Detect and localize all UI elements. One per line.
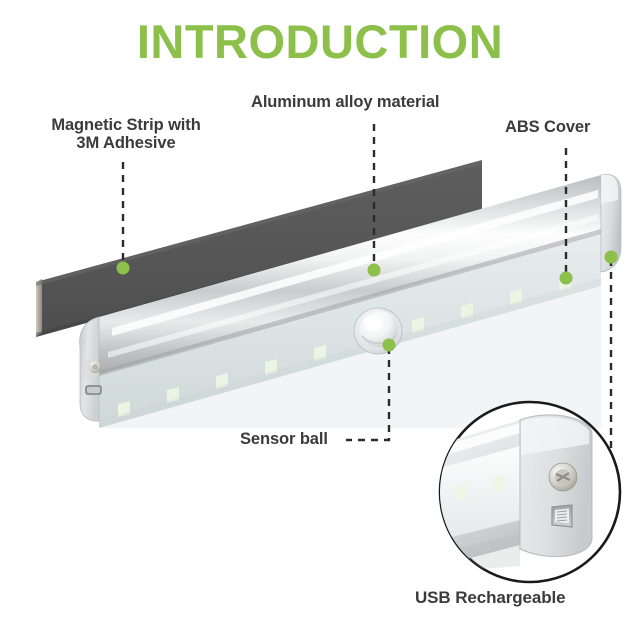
marker-dot-magnetic-strip — [116, 261, 130, 275]
end-cap-right — [600, 174, 622, 273]
usb-detail-inset — [438, 400, 622, 584]
callout-magnetic-strip: Magnetic Strip with 3M Adhesive — [51, 116, 201, 153]
leader-sensor-ball — [346, 347, 391, 442]
callout-sensor-ball: Sensor ball — [240, 430, 328, 448]
callout-aluminum-alloy: Aluminum alloy material — [251, 93, 440, 111]
end-cap-left — [79, 316, 102, 422]
marker-dot-usb — [604, 250, 618, 264]
marker-dot-sensor-ball — [382, 338, 396, 352]
light-bar — [79, 174, 622, 428]
callout-abs-cover: ABS Cover — [505, 118, 591, 136]
page-title: INTRODUCTION — [136, 15, 504, 68]
marker-dots — [116, 250, 618, 352]
leader-lines — [121, 124, 613, 494]
marker-dot-aluminum — [367, 263, 381, 277]
marker-dot-abs-cover — [559, 271, 573, 285]
callout-usb-rechargeable: USB Rechargeable — [415, 588, 566, 607]
